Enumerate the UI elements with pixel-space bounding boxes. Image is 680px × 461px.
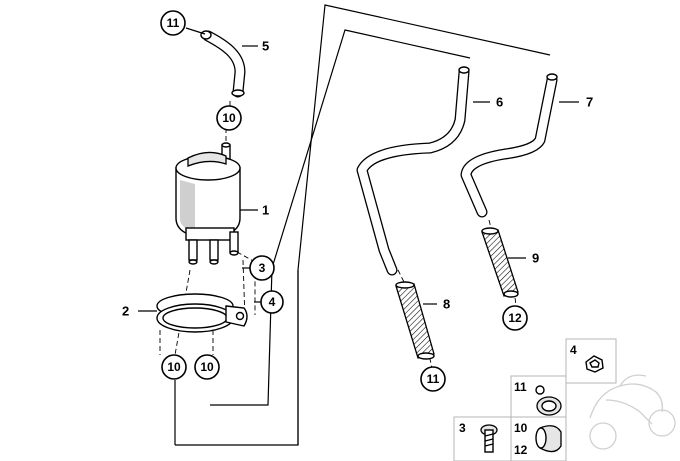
svg-text:11: 11 (427, 372, 440, 386)
housing-1 (175, 142, 241, 265)
screw-icon (480, 424, 498, 453)
part-labels: 5 1 2 6 7 8 9 (122, 39, 593, 319)
label-8: 8 (443, 297, 450, 312)
motorcycle-silhouette (589, 374, 676, 450)
svg-text:10: 10 (200, 360, 214, 374)
callout-10-left: 10 (161, 354, 187, 380)
legend-box-3 (453, 416, 512, 461)
clamp-2 (156, 293, 248, 333)
callout-12: 12 (502, 305, 528, 331)
nut-hole-icon (589, 359, 600, 368)
sleeve-8 (395, 281, 435, 360)
label-7: 7 (586, 95, 593, 110)
callout-10-right: 10 (194, 354, 220, 380)
svg-text:10: 10 (167, 360, 181, 374)
label-2: 2 (122, 304, 129, 319)
label-9: 9 (532, 251, 539, 266)
hose-clamp-10-icon (535, 425, 562, 453)
legend-label-12: 12 (514, 443, 528, 457)
hose-5 (200, 30, 246, 98)
callout-10-top: 10 (216, 105, 242, 131)
svg-text:12: 12 (508, 311, 522, 325)
leader-lines (138, 27, 579, 312)
callout-11-top: 11 (160, 10, 186, 36)
callout-4: 4 (260, 290, 284, 314)
label-6: 6 (496, 95, 503, 110)
label-5: 5 (262, 39, 269, 54)
label-1: 1 (262, 203, 269, 218)
svg-text:4: 4 (269, 295, 276, 309)
svg-text:10: 10 (222, 111, 236, 125)
hose-6 (356, 66, 470, 276)
legend-label-11: 11 (514, 380, 527, 394)
legend-panel: 4 11 3 10 12 (453, 338, 676, 461)
hose-7 (460, 73, 558, 218)
sleeve-9 (481, 227, 519, 298)
callout-3: 3 (249, 255, 275, 281)
svg-text:11: 11 (167, 16, 180, 30)
hose-clamp-11-icon (535, 385, 562, 416)
legend-label-4: 4 (570, 343, 577, 357)
callout-11-bottom: 11 (420, 366, 446, 392)
svg-text:3: 3 (259, 261, 266, 275)
legend-label-3: 3 (459, 421, 466, 435)
legend-label-10: 10 (514, 421, 528, 435)
